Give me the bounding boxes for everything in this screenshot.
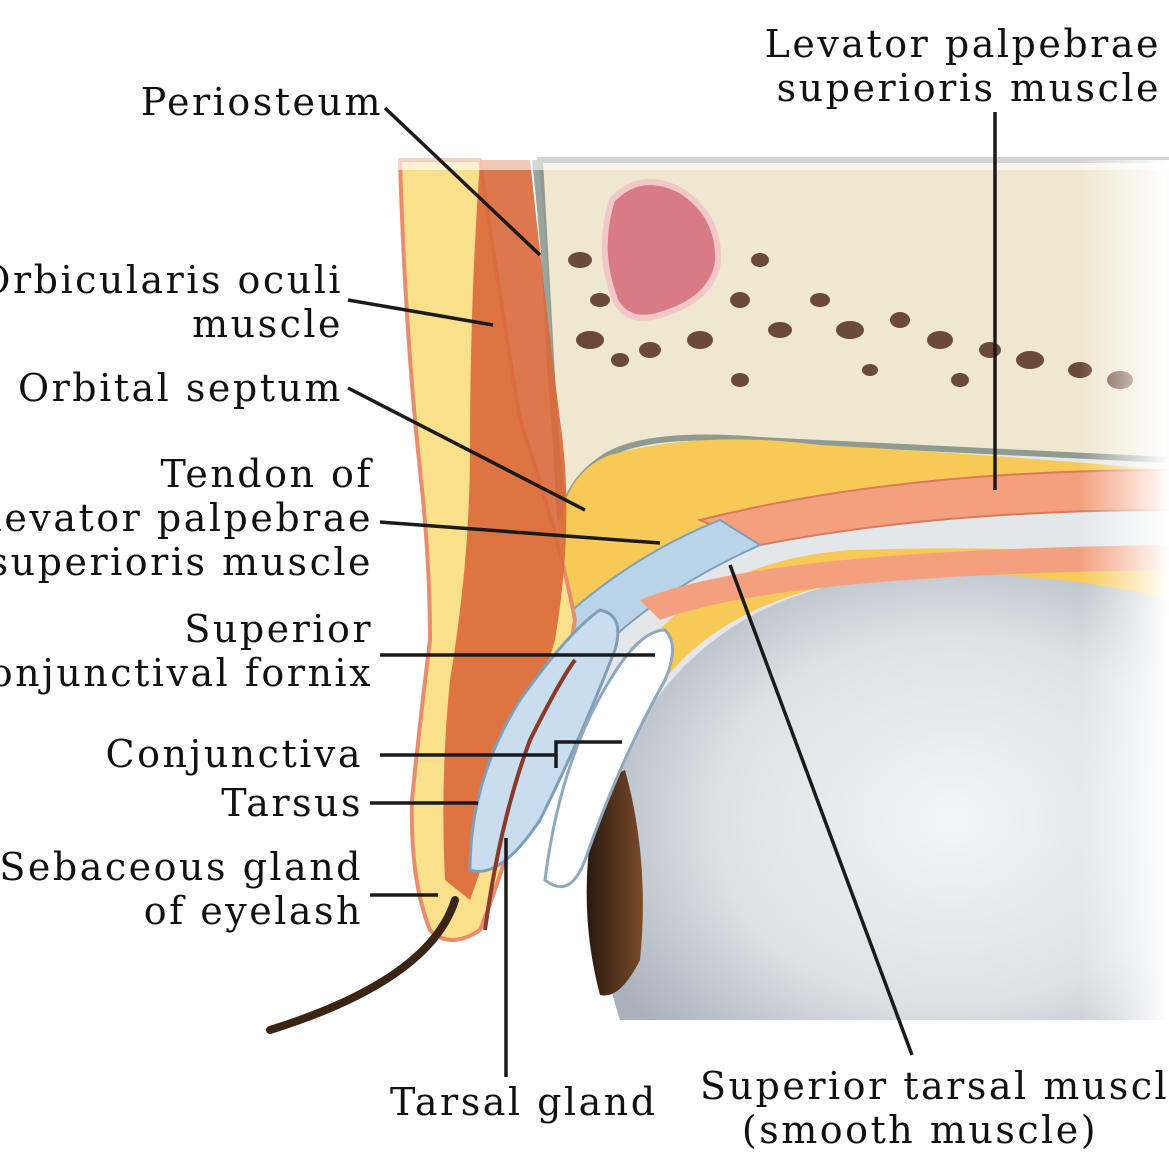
label-tarsus: Tarsus — [221, 781, 363, 825]
label-fornix: Superior conjunctival fornix — [0, 607, 373, 695]
label-sebaceous: Sebaceous gland of eyelash — [0, 845, 363, 933]
label-superior-tarsal: Superior tarsal muscle (smooth muscle) — [700, 1064, 1140, 1152]
right-fade — [1080, 160, 1169, 1020]
label-conjunctiva: Conjunctiva — [106, 732, 364, 776]
label-orbicularis: Orbicularis oculi muscle — [0, 258, 343, 346]
label-periosteum: Periosteum — [141, 80, 383, 124]
label-levator-muscle: Levator palpebrae superioris muscle — [765, 22, 1161, 110]
label-orbital-septum: Orbital septum — [18, 366, 343, 410]
top-fade — [380, 150, 1169, 170]
label-tendon: Tendon of levator palpebrae superioris m… — [0, 452, 373, 584]
label-tarsal-gland: Tarsal gland — [390, 1080, 630, 1124]
